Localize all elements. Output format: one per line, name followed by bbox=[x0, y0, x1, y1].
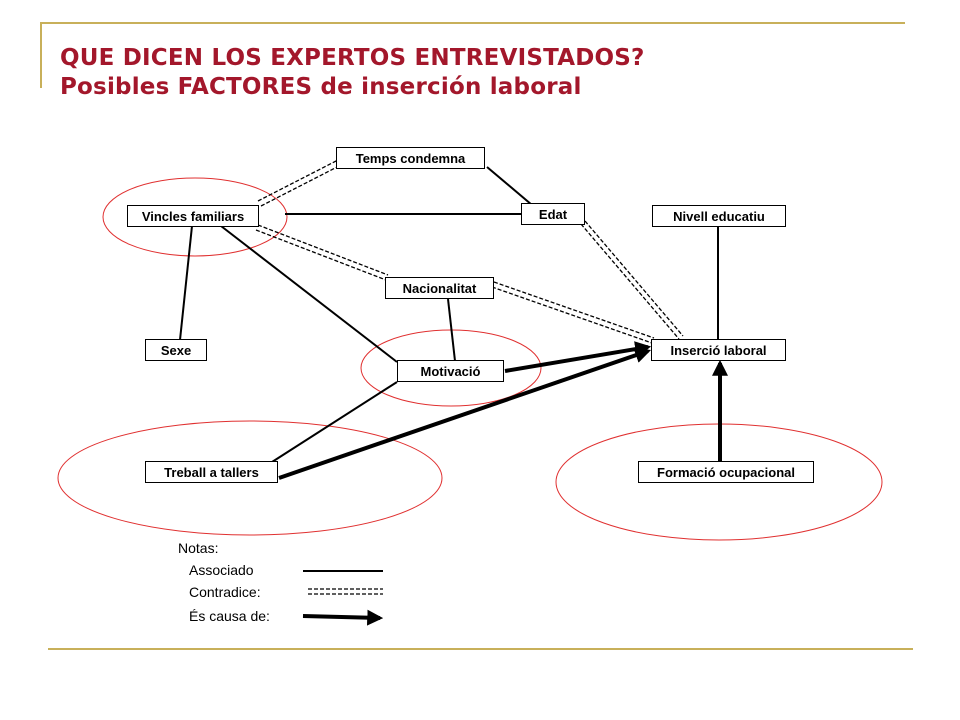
node-nivell-educatiu: Nivell educatiu bbox=[652, 205, 786, 227]
legend-label-causes: És causa de: bbox=[189, 608, 270, 624]
node-sexe: Sexe bbox=[145, 339, 207, 361]
association-line-vincles-motivacio bbox=[220, 225, 398, 363]
legend-sample-contradicts bbox=[308, 588, 383, 595]
highlight-ellipse-treball bbox=[57, 420, 443, 536]
node-vincles-familiars: Vincles familiars bbox=[127, 205, 259, 227]
top-rule bbox=[40, 22, 905, 24]
contradiction-line-nacionalitat-insercio bbox=[491, 281, 655, 344]
highlight-ellipse-vincles bbox=[102, 177, 288, 257]
association-line-nacionalitat-motivacio bbox=[447, 298, 456, 362]
node-insercio-laboral: Inserció laboral bbox=[651, 339, 786, 361]
node-nacionalitat: Nacionalitat bbox=[385, 277, 494, 299]
association-line-vincles-sexe bbox=[179, 225, 193, 341]
node-motivacio: Motivació bbox=[397, 360, 504, 382]
left-rule bbox=[40, 22, 42, 88]
contradiction-line-vincles-nacionalitat bbox=[255, 224, 389, 281]
node-temps-condemna: Temps condemna bbox=[336, 147, 485, 169]
title-line-2: Posibles FACTORES de inserción laboral bbox=[60, 74, 582, 100]
legend-sample-causes bbox=[302, 609, 384, 626]
node-formacio-ocupacional: Formació ocupacional bbox=[638, 461, 814, 483]
association-line-motivacio-treball bbox=[271, 381, 398, 463]
association-line-temps-edat bbox=[486, 166, 533, 206]
causal-arrow-motivacio-insercio bbox=[504, 341, 652, 373]
legend-label-contradicts: Contradice: bbox=[189, 584, 261, 600]
causal-arrow-treball-insercio bbox=[278, 347, 652, 480]
node-treball-tallers: Treball a tallers bbox=[145, 461, 278, 483]
title-line-1: QUE DICEN LOS EXPERTOS ENTREVISTADOS? bbox=[60, 45, 645, 71]
legend-heading: Notas: bbox=[178, 540, 219, 556]
bottom-rule bbox=[48, 648, 913, 650]
contradiction-line-edat-insercio bbox=[580, 220, 684, 340]
node-edat: Edat bbox=[521, 203, 585, 225]
slide-title: QUE DICEN LOS EXPERTOS ENTREVISTADOS? Po… bbox=[60, 44, 645, 102]
legend-label-associated: Associado bbox=[189, 562, 254, 578]
contradiction-line-vincles-temps bbox=[257, 159, 342, 207]
